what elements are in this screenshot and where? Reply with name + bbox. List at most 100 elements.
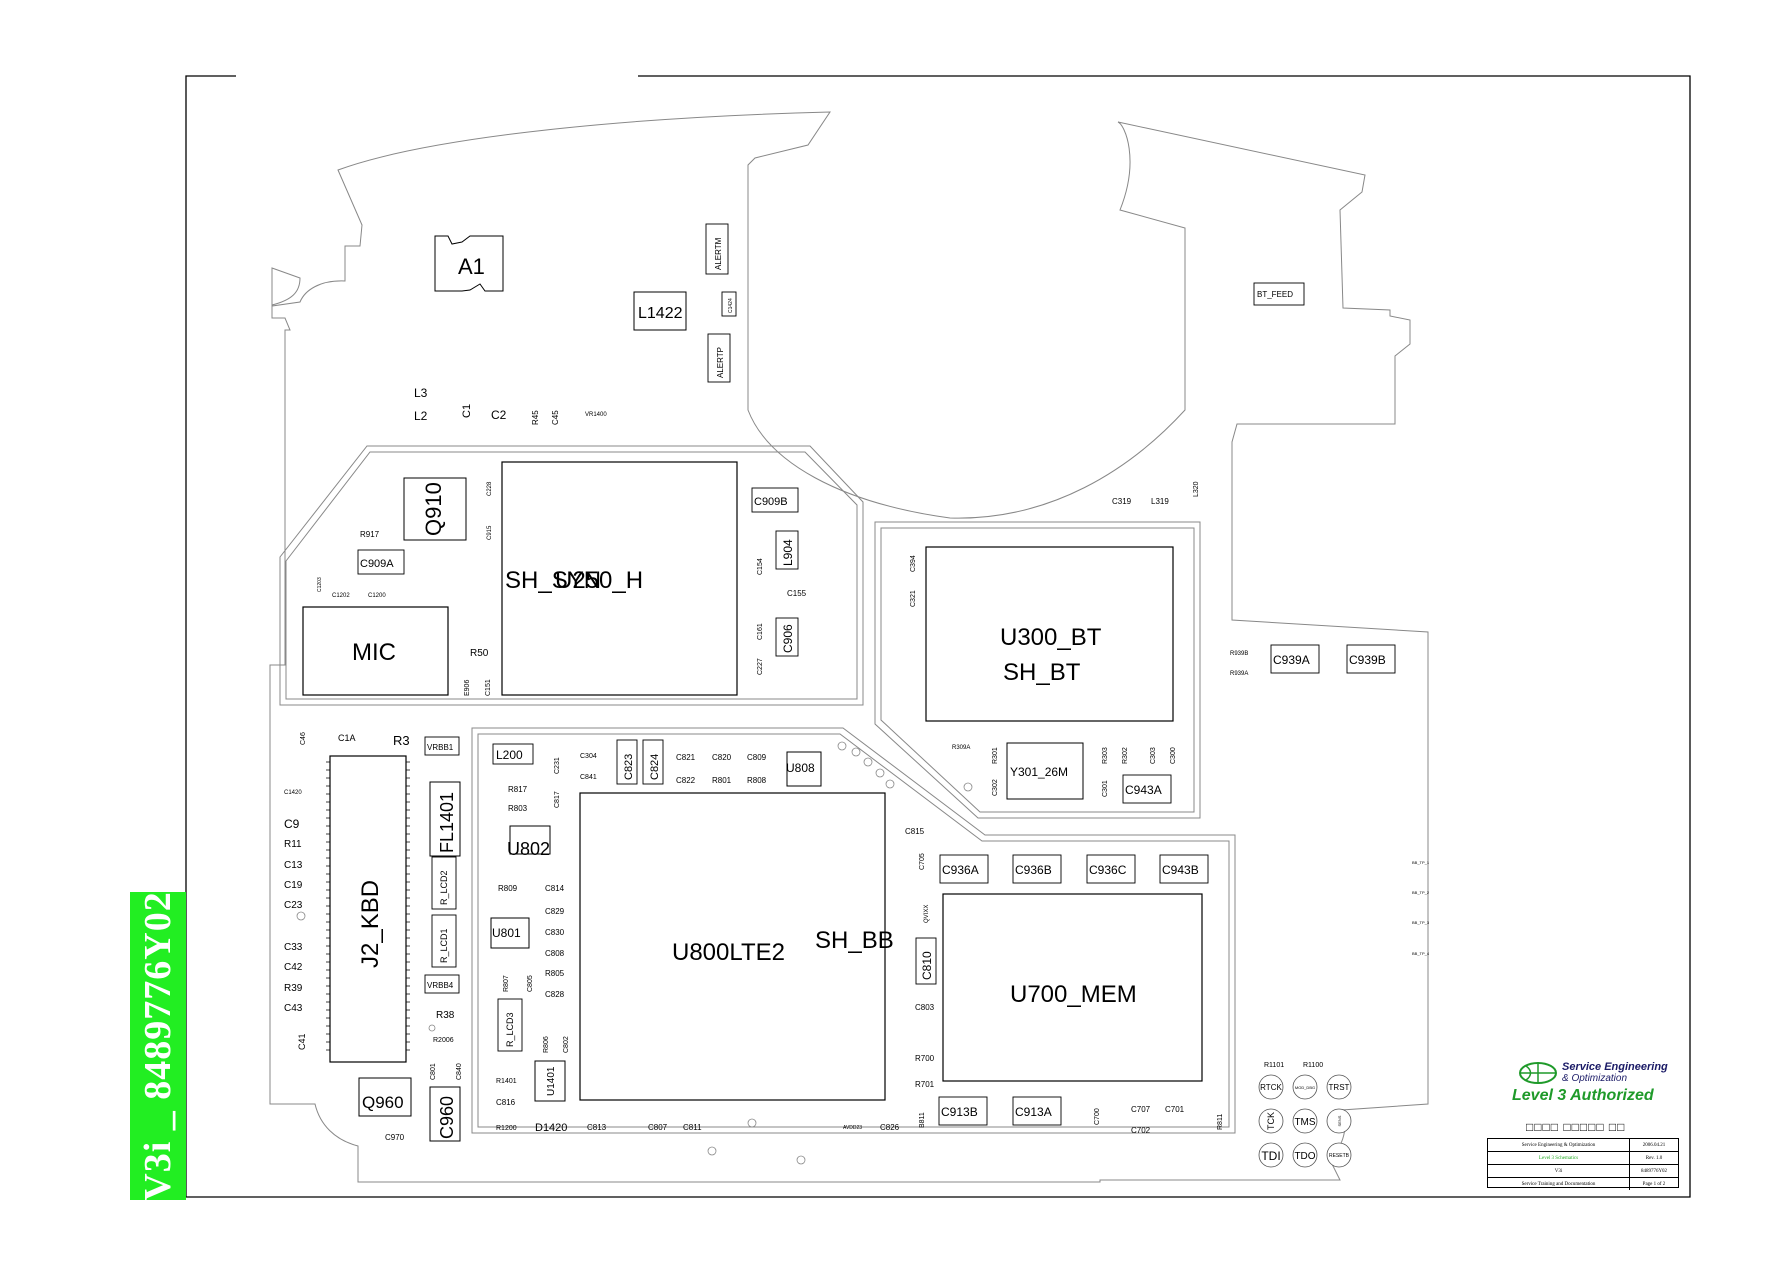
qvixx-label: QVIXX <box>924 905 930 923</box>
c805-label: C805 <box>527 975 534 992</box>
r939b-label: R939B <box>1230 651 1248 657</box>
c909a-label: C909A <box>360 558 394 570</box>
c936c-label: C936C <box>1089 863 1127 877</box>
r-lcd1-box <box>431 914 457 968</box>
tdo-label: TDO <box>1294 1151 1315 1162</box>
bt-feed-label: BT_FEED <box>1257 290 1293 299</box>
u700-chip <box>942 893 1203 1082</box>
c830-label: C830 <box>545 928 565 937</box>
rtck-label: RTCK <box>1260 1083 1282 1092</box>
l319-label: L319 <box>1151 497 1169 506</box>
u1401-box <box>534 1060 566 1102</box>
c826-label: C826 <box>880 1123 900 1132</box>
title-row: Level 3 Schematics Rev. 1.0 <box>1488 1152 1678 1165</box>
c970-label: C970 <box>385 1133 405 1142</box>
bb-tp3-label: BB_TP_3 <box>1412 920 1430 925</box>
c813-label: C813 <box>587 1123 607 1132</box>
label-sh-syn: SH_SYN <box>505 567 601 594</box>
r1101-label: R1101 <box>1264 1062 1284 1069</box>
vrbb4-box <box>424 974 460 994</box>
r701-label: R701 <box>915 1080 935 1089</box>
r801-label: R801 <box>712 776 732 785</box>
title-row-2-right: Rev. 1.0 <box>1645 1155 1663 1161</box>
c913b-label: C913B <box>941 1105 978 1119</box>
r817-label: R817 <box>508 785 528 794</box>
small-labels: ALERTM ALERTP C1424 BT_FEED C909B C909A … <box>284 237 1430 1142</box>
r38-label: R38 <box>436 1010 455 1021</box>
c227-label: C227 <box>757 658 764 675</box>
region-outlines <box>279 445 1236 1134</box>
tck-label: TCK <box>1266 1112 1276 1130</box>
r939a-label: R939A <box>1230 671 1248 677</box>
c824-label: C824 <box>649 754 661 780</box>
sens-label: SENS <box>1337 1115 1342 1126</box>
alertp-label: ALERTP <box>716 347 725 378</box>
j2-connector <box>329 755 407 1063</box>
label-mic: MIC <box>352 639 396 666</box>
c823-box <box>616 739 638 785</box>
bb-tp4-label: BB_TP_4 <box>1412 951 1430 956</box>
c913a-label: C913A <box>1015 1105 1052 1119</box>
c161-label: C161 <box>757 623 764 640</box>
r811-label: R811 <box>1217 1114 1224 1130</box>
c939a-label: C939A <box>1273 653 1310 667</box>
label-l1422: L1422 <box>638 305 683 322</box>
c943b-box <box>1159 854 1209 884</box>
c228-label: C228 <box>487 481 493 496</box>
c936a-box <box>939 854 989 884</box>
c816-label: C816 <box>496 1098 516 1107</box>
c913b-box <box>938 1096 988 1126</box>
logo-line-1: Service Engineering <box>1562 1061 1668 1073</box>
q960-box <box>358 1077 412 1117</box>
u808-box <box>786 751 822 787</box>
r1401-label: R1401 <box>496 1078 517 1085</box>
r50-label: R50 <box>470 648 489 659</box>
r808-label: R808 <box>747 776 767 785</box>
c915-label: C915 <box>487 525 493 540</box>
c705-label: C705 <box>919 853 926 870</box>
c1424-box <box>721 291 737 317</box>
c811-label: C811 <box>683 1123 702 1132</box>
trst-label: TRST <box>1329 1083 1350 1092</box>
sheet-frame <box>185 75 1691 1198</box>
l320-label: L320 <box>1193 481 1200 497</box>
u800-chip <box>579 792 886 1101</box>
u802-box <box>509 825 551 855</box>
c824-box <box>642 739 664 785</box>
resetb-label: RESETB <box>1329 1153 1350 1159</box>
tdi-label: TDI <box>1261 1149 1280 1163</box>
r303-label: R303 <box>1102 747 1109 764</box>
title-row: Service Engineering & Optimization 2006.… <box>1488 1139 1678 1152</box>
title-row-3-left: V3i <box>1488 1165 1630 1177</box>
c41-label: C41 <box>297 1033 307 1050</box>
c807-label: C807 <box>648 1123 668 1132</box>
r1100-label: R1100 <box>1303 1062 1323 1069</box>
c960-box <box>429 1086 461 1142</box>
jtag-pads <box>1258 1074 1352 1168</box>
c822-label: C822 <box>676 776 696 785</box>
c943b-label: C943B <box>1162 863 1199 877</box>
d1420-label: D1420 <box>535 1122 567 1134</box>
label-j2: J2_KBD <box>357 880 384 968</box>
r3-label: R3 <box>393 733 410 748</box>
fiducials <box>296 741 973 1165</box>
l904-box <box>775 530 799 570</box>
c1202-label: C1202 <box>332 593 350 599</box>
r2006-label: R2006 <box>433 1037 454 1044</box>
vr1400-label: VR1400 <box>585 412 607 418</box>
c936b-label: C936B <box>1015 863 1052 877</box>
r301-label: R301 <box>992 747 999 764</box>
title-row-3-right: 8489776Y02 <box>1640 1168 1668 1174</box>
label-sh-bb: SH_BB <box>815 927 894 954</box>
label-q910: Q910 <box>421 482 446 536</box>
c913a-box <box>1012 1096 1062 1126</box>
c939b-box <box>1346 644 1396 674</box>
c909a-box <box>357 549 405 575</box>
c943a-box <box>1122 774 1172 804</box>
part-number-tag: V3i _ 8489776Y02 <box>130 891 186 1201</box>
r700-label: R700 <box>915 1054 935 1063</box>
globe-icon <box>1519 1062 1557 1084</box>
u1401-label: U1401 <box>546 1066 557 1096</box>
c23-label: C23 <box>284 900 303 911</box>
